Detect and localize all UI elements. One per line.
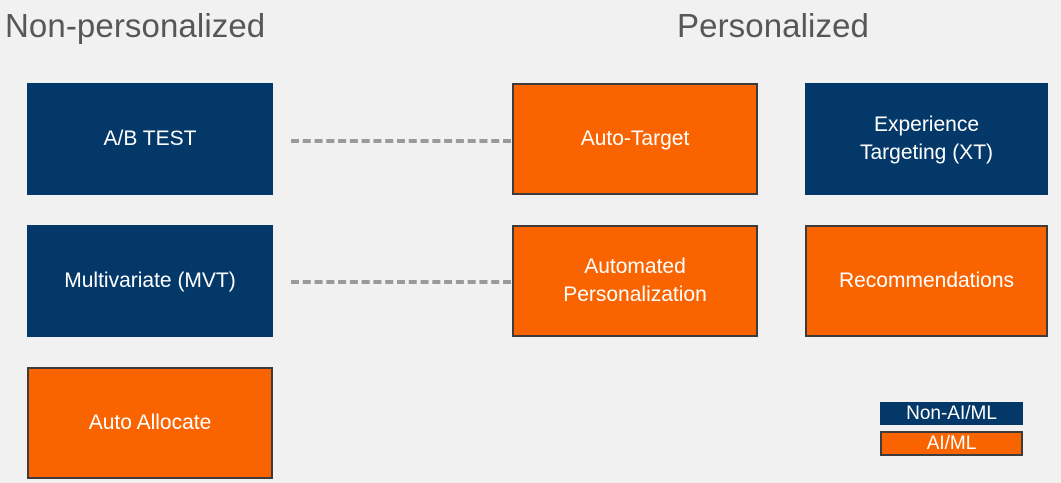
legend-item-ai-ml: AI/ML (880, 431, 1023, 456)
node-experience-targeting-label: Experience Targeting (XT) (860, 111, 993, 166)
column-header-non-personalized: Non-personalized (5, 7, 266, 44)
node-auto-target-label: Auto-Target (580, 127, 690, 151)
node-experience-targeting-line1: Experience (873, 113, 980, 137)
node-automated-personalization-label: Automated Personalization (563, 253, 707, 308)
column-header-personalized: Personalized (677, 7, 869, 44)
node-automated-personalization-line1: Automated (584, 255, 686, 279)
legend-item-non-ai-ml-label: Non-AI/ML (906, 403, 997, 424)
node-auto-allocate[interactable]: Auto Allocate (27, 367, 273, 479)
node-multivariate[interactable]: Multivariate (MVT) (27, 225, 273, 337)
legend-item-non-ai-ml: Non-AI/ML (880, 402, 1023, 425)
node-ab-test[interactable]: A/B TEST (27, 83, 273, 195)
connector-ab-test-to-auto-target (291, 139, 511, 143)
node-automated-personalization-line2: Personalization (563, 283, 707, 306)
node-experience-targeting-line2: Targeting (XT) (859, 141, 994, 164)
node-automated-personalization[interactable]: Automated Personalization (512, 225, 758, 337)
node-recommendations[interactable]: Recommendations (805, 225, 1048, 337)
node-auto-allocate-label: Auto Allocate (88, 411, 212, 435)
connector-multivariate-to-automated-personalization (291, 280, 511, 284)
node-recommendations-label: Recommendations (838, 269, 1015, 293)
legend: Non-AI/ML AI/ML (880, 402, 1023, 456)
node-ab-test-label: A/B TEST (103, 127, 197, 151)
node-auto-target[interactable]: Auto-Target (512, 83, 758, 195)
node-experience-targeting[interactable]: Experience Targeting (XT) (805, 83, 1048, 195)
legend-item-ai-ml-label: AI/ML (926, 433, 977, 454)
node-multivariate-label: Multivariate (MVT) (64, 269, 236, 293)
